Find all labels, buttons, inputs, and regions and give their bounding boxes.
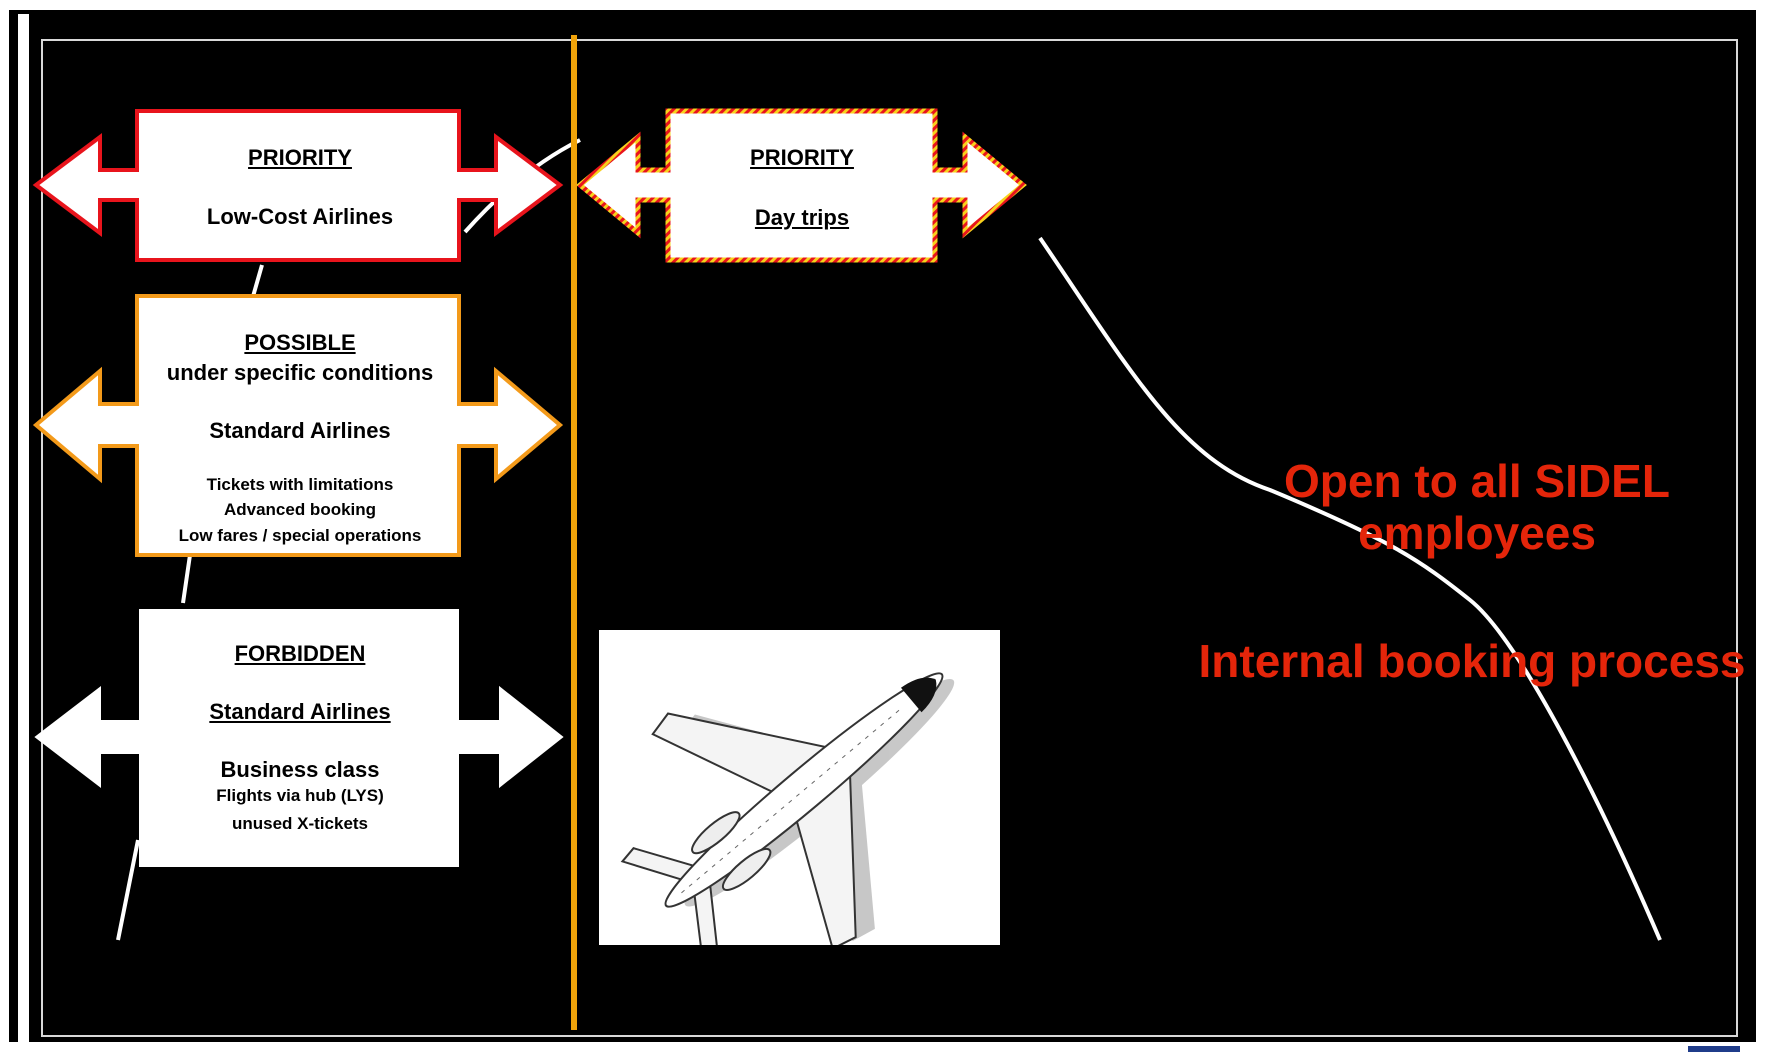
- possible-heading: POSSIBLE: [244, 330, 356, 355]
- left-border-bar: [18, 14, 29, 1045]
- priority-lowcost-heading: PRIORITY: [248, 145, 352, 170]
- corner-accent: [1688, 1046, 1740, 1052]
- possible-subheading: under specific conditions: [166, 360, 434, 385]
- plane-image: [599, 630, 1000, 959]
- open-to-all-line-1: Open to all SIDEL: [1284, 455, 1670, 507]
- forbidden-label: Standard Airlines: [209, 699, 391, 724]
- priority-daytrips-arrow: [576, 108, 1027, 263]
- divider-line: [571, 35, 577, 1030]
- curve-right: [1038, 236, 1662, 941]
- priority-daytrips-heading: PRIORITY: [750, 145, 854, 170]
- forbidden-heading: FORBIDDEN: [234, 641, 366, 666]
- possible-arrow: [32, 294, 564, 557]
- priority-lowcost-label: Low-Cost Airlines: [206, 204, 394, 229]
- forbidden-detail-2: unused X-tickets: [231, 814, 369, 833]
- content-frame: [41, 39, 1738, 1037]
- possible-label: Standard Airlines: [209, 418, 391, 443]
- forbidden-arrow: [34, 609, 564, 867]
- possible-detail-3: Low fares / special operations: [178, 526, 422, 545]
- possible-detail-2: Advanced booking: [223, 500, 377, 519]
- priority-lowcost-arrow: [32, 109, 564, 262]
- forbidden-label-2: Business class: [220, 757, 380, 782]
- internal-booking-process: Internal booking process: [1198, 635, 1746, 687]
- airplane-icon: [620, 672, 955, 959]
- forbidden-detail-1: Flights via hub (LYS): [216, 786, 384, 805]
- possible-detail-1: Tickets with limitations: [206, 475, 394, 494]
- priority-daytrips-label: Day trips: [754, 205, 850, 230]
- open-to-all-line-2: employees: [1358, 507, 1596, 559]
